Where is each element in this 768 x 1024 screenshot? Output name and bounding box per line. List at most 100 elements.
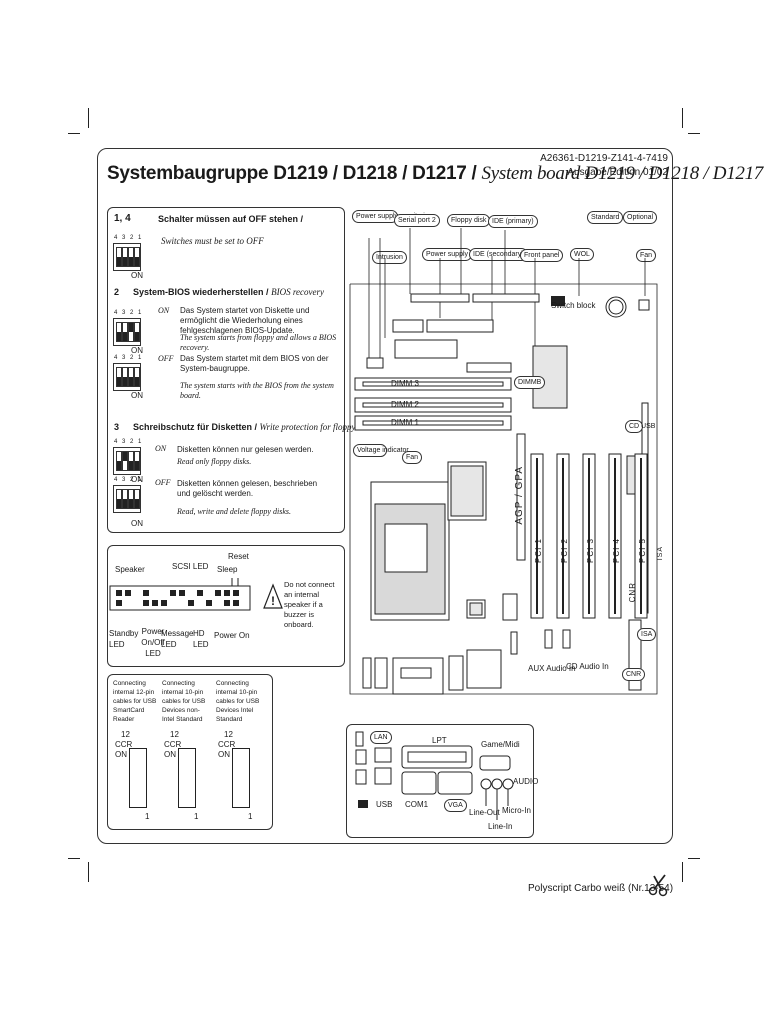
switch-3-on-de: Disketten können nur gelesen werden. [177, 445, 314, 454]
switch-2-on-en: The system starts from floppy and allows… [180, 333, 337, 352]
warning-icon: ! [263, 583, 283, 609]
switch-3-text-de: Schreibschutz für Disketten / [133, 422, 258, 432]
dip-switch [113, 485, 141, 513]
switch-2-on-label: ON [158, 306, 170, 315]
pci4-label: PCI 4 [612, 538, 621, 564]
switch-2-text-de: System-BIOS wiederherstellen / [133, 287, 269, 297]
switch-block-label: Switch block [551, 301, 596, 310]
motherboard-diagram [349, 228, 658, 695]
pci1-label: PCI 1 [534, 538, 543, 564]
crop-mark [68, 133, 80, 134]
title-en: System board D1219 / D1218 / D1217 [481, 163, 764, 184]
dip-switch [113, 243, 141, 271]
usb-header-connector [129, 748, 147, 808]
crop-mark [88, 862, 89, 882]
usb-ccr-label: CCR [115, 740, 133, 749]
scissors-icon [648, 874, 668, 897]
crop-mark [688, 858, 700, 859]
intrusion-tag: Intrusion [372, 251, 407, 264]
crop-mark [682, 108, 683, 128]
dimm2-label: DIMM 2 [391, 400, 419, 409]
wol-tag: WOL [570, 248, 594, 261]
dip-switch [113, 318, 141, 346]
switch-2-number: 2 [114, 287, 120, 297]
agp-label: AGP / GPA [514, 466, 525, 525]
audio-label: AUDIO [513, 777, 539, 786]
switch-2-text-en: BIOS recovery [271, 287, 324, 297]
power-on-label: Power On [214, 631, 250, 640]
dip-numbers: 4 3 2 1 [114, 477, 143, 483]
dip-numbers: 4 3 2 1 [114, 310, 143, 316]
cnr-vertical-label: CNR [628, 582, 637, 603]
line-in-label: Line-In [488, 822, 513, 831]
cd-usb-tag: CD USB [625, 420, 655, 433]
standby-led-label: Standby LED [109, 629, 139, 649]
cnr-tag: CNR [622, 668, 646, 681]
switch-14-number: 1, 4 [114, 213, 131, 224]
usb-pin1-label: 1 [145, 812, 150, 821]
usb-pin1-label: 1 [194, 812, 199, 821]
micro-in-label: Micro-In [502, 806, 531, 815]
svg-text:!: ! [271, 594, 275, 608]
usb-pins-label: 12 [224, 730, 233, 739]
switch-settings-box [107, 207, 345, 533]
title-de: Systembaugruppe D1219 / D1218 / D1217 / [107, 163, 477, 184]
usb-cable-text: Connecting internal 10-pin cables for US… [162, 680, 206, 723]
speaker-warning: Do not connect an internal speaker if a … [284, 580, 335, 629]
switch-3-off-label: OFF [155, 478, 171, 487]
sleep-label: Sleep [217, 565, 238, 574]
floppy-disk-tag: Floppy disk [447, 214, 491, 227]
dip-on-label: ON [131, 475, 143, 484]
switch-2-off-de: Das System startet mit dem BIOS von der … [180, 354, 329, 373]
sheet-border [97, 148, 673, 844]
switch-3-text-en: Write protection for floppy disks [259, 422, 376, 432]
usb-pins-label: 12 [170, 730, 179, 739]
dimm3-label: DIMM 3 [391, 379, 419, 388]
usb-pin1-label: 1 [248, 812, 253, 821]
switch-3-title: Schreibschutz für Disketten / Write prot… [133, 422, 376, 432]
switch-3-off-en: Read, write and delete floppy disks. [177, 507, 291, 516]
dip-on-label: ON [131, 391, 143, 400]
dip-numbers: 4 3 2 1 [114, 355, 143, 361]
usb-on-label: ON [218, 750, 230, 759]
crop-mark [68, 858, 80, 859]
front-panel-header [109, 578, 251, 611]
pci3-label: PCI 3 [586, 538, 595, 564]
back-panel-box [346, 724, 534, 838]
dimmb-tag: DIMMB [514, 376, 546, 389]
lpt-label: LPT [432, 736, 447, 745]
lan-tag: LAN [370, 731, 392, 744]
dip-numbers: 4 3 2 1 [114, 439, 143, 445]
reset-label: Reset [228, 552, 249, 561]
vga-tag: VGA [444, 799, 467, 812]
paper-note: Polyscript Carbo weiß (Nr.13-54) [528, 883, 674, 894]
page-title: Systembaugruppe D1219 / D1218 / D1217 / … [107, 163, 763, 185]
isa-tag: ISA [637, 628, 657, 641]
dip-numbers: 4 3 2 1 [114, 235, 143, 241]
dip-on-label: ON [131, 346, 143, 355]
ide-primary-tag: IDE (primary) [488, 215, 538, 228]
front-panel-box [107, 545, 345, 667]
standard-tag: Standard [587, 211, 624, 224]
power-onoff-led-label: Power On/Off LED [141, 627, 165, 658]
usb-cable-text: Connecting internal 12-pin cables for US… [113, 680, 157, 723]
aux-audio-label: AUX Audio In [528, 664, 576, 673]
part-number: A26361-D1219-Z141-4-7419 [540, 153, 668, 164]
switch-14-text-de: Schalter müssen auf OFF stehen / [158, 214, 304, 224]
speaker-label: Speaker [115, 565, 145, 574]
usb-ccr-label: CCR [164, 740, 182, 749]
switch-3-off-de: Disketten können gelesen, beschrieben un… [177, 479, 318, 498]
cd-audio-label: CD Audio In [566, 662, 609, 671]
scsi-led-label: SCSI LED [172, 562, 209, 571]
usb-on-label: ON [164, 750, 176, 759]
game-midi-label: Game/Midi [481, 740, 520, 749]
voltage-indicator-tag: Voltage indicator [353, 444, 409, 457]
serial-port-2-tag: Serial port 2 [394, 214, 440, 227]
dip-on-label: ON [131, 519, 143, 528]
back-panel-connectors [355, 731, 514, 820]
message-led-label: Message LED [161, 629, 194, 649]
usb-on-label: ON [115, 750, 127, 759]
pci5-label: PCI 5 [638, 538, 647, 564]
usb-cable-text: Connecting internal 10-pin cables for US… [216, 680, 260, 723]
dip-switch [113, 363, 141, 391]
